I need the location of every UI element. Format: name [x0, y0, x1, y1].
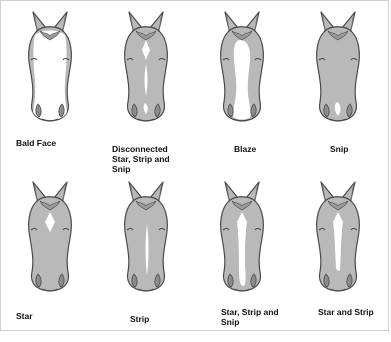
- caption-line: Blaze: [234, 144, 256, 154]
- caption-bald-face: Bald Face: [16, 138, 56, 148]
- caption-star-and-strip: Star and Strip: [318, 307, 374, 317]
- caption-disconnected: Disconnected Star, Strip and Snip: [112, 144, 170, 174]
- caption-line: Star and Strip: [318, 307, 374, 317]
- horse-cell-star: Star: [2, 178, 98, 342]
- caption-blaze: Blaze: [234, 144, 256, 154]
- horse-cell-snip: Snip: [290, 8, 386, 172]
- horse-cell-star-strip-snip: Star, Strip and Snip: [194, 178, 290, 342]
- caption-snip: Snip: [330, 144, 348, 154]
- caption-star: Star: [16, 311, 33, 321]
- caption-line: Snip: [330, 144, 348, 154]
- horse-head-disconnected: [98, 8, 194, 132]
- horse-head-star-and-strip: [290, 178, 386, 302]
- horse-cell-strip: Strip: [98, 178, 194, 342]
- horse-head-strip: [98, 178, 194, 302]
- horse-head-snip: [290, 8, 386, 132]
- horse-head-star: [2, 178, 98, 302]
- horse-cell-disconnected: Disconnected Star, Strip and Snip: [98, 8, 194, 172]
- caption-line: Snip: [112, 164, 170, 174]
- caption-line: Star, Strip and: [221, 307, 279, 317]
- caption-line: Star: [16, 311, 33, 321]
- horse-head-bald-face: [2, 8, 98, 132]
- horse-head-blaze: [194, 8, 290, 132]
- caption-line: Bald Face: [16, 138, 56, 148]
- caption-line: Disconnected: [112, 144, 170, 154]
- caption-line: Snip: [221, 317, 279, 327]
- horse-head-star-strip-snip: [194, 178, 290, 302]
- caption-line: Star, Strip and: [112, 154, 170, 164]
- horse-cell-star-and-strip: Star and Strip: [290, 178, 386, 342]
- caption-line: Strip: [130, 314, 149, 324]
- face: [29, 197, 72, 291]
- caption-strip: Strip: [130, 314, 149, 324]
- caption-star-strip-snip: Star, Strip and Snip: [221, 307, 279, 327]
- horse-cell-blaze: Blaze: [194, 8, 290, 172]
- horse-cell-bald-face: Bald Face: [2, 8, 98, 172]
